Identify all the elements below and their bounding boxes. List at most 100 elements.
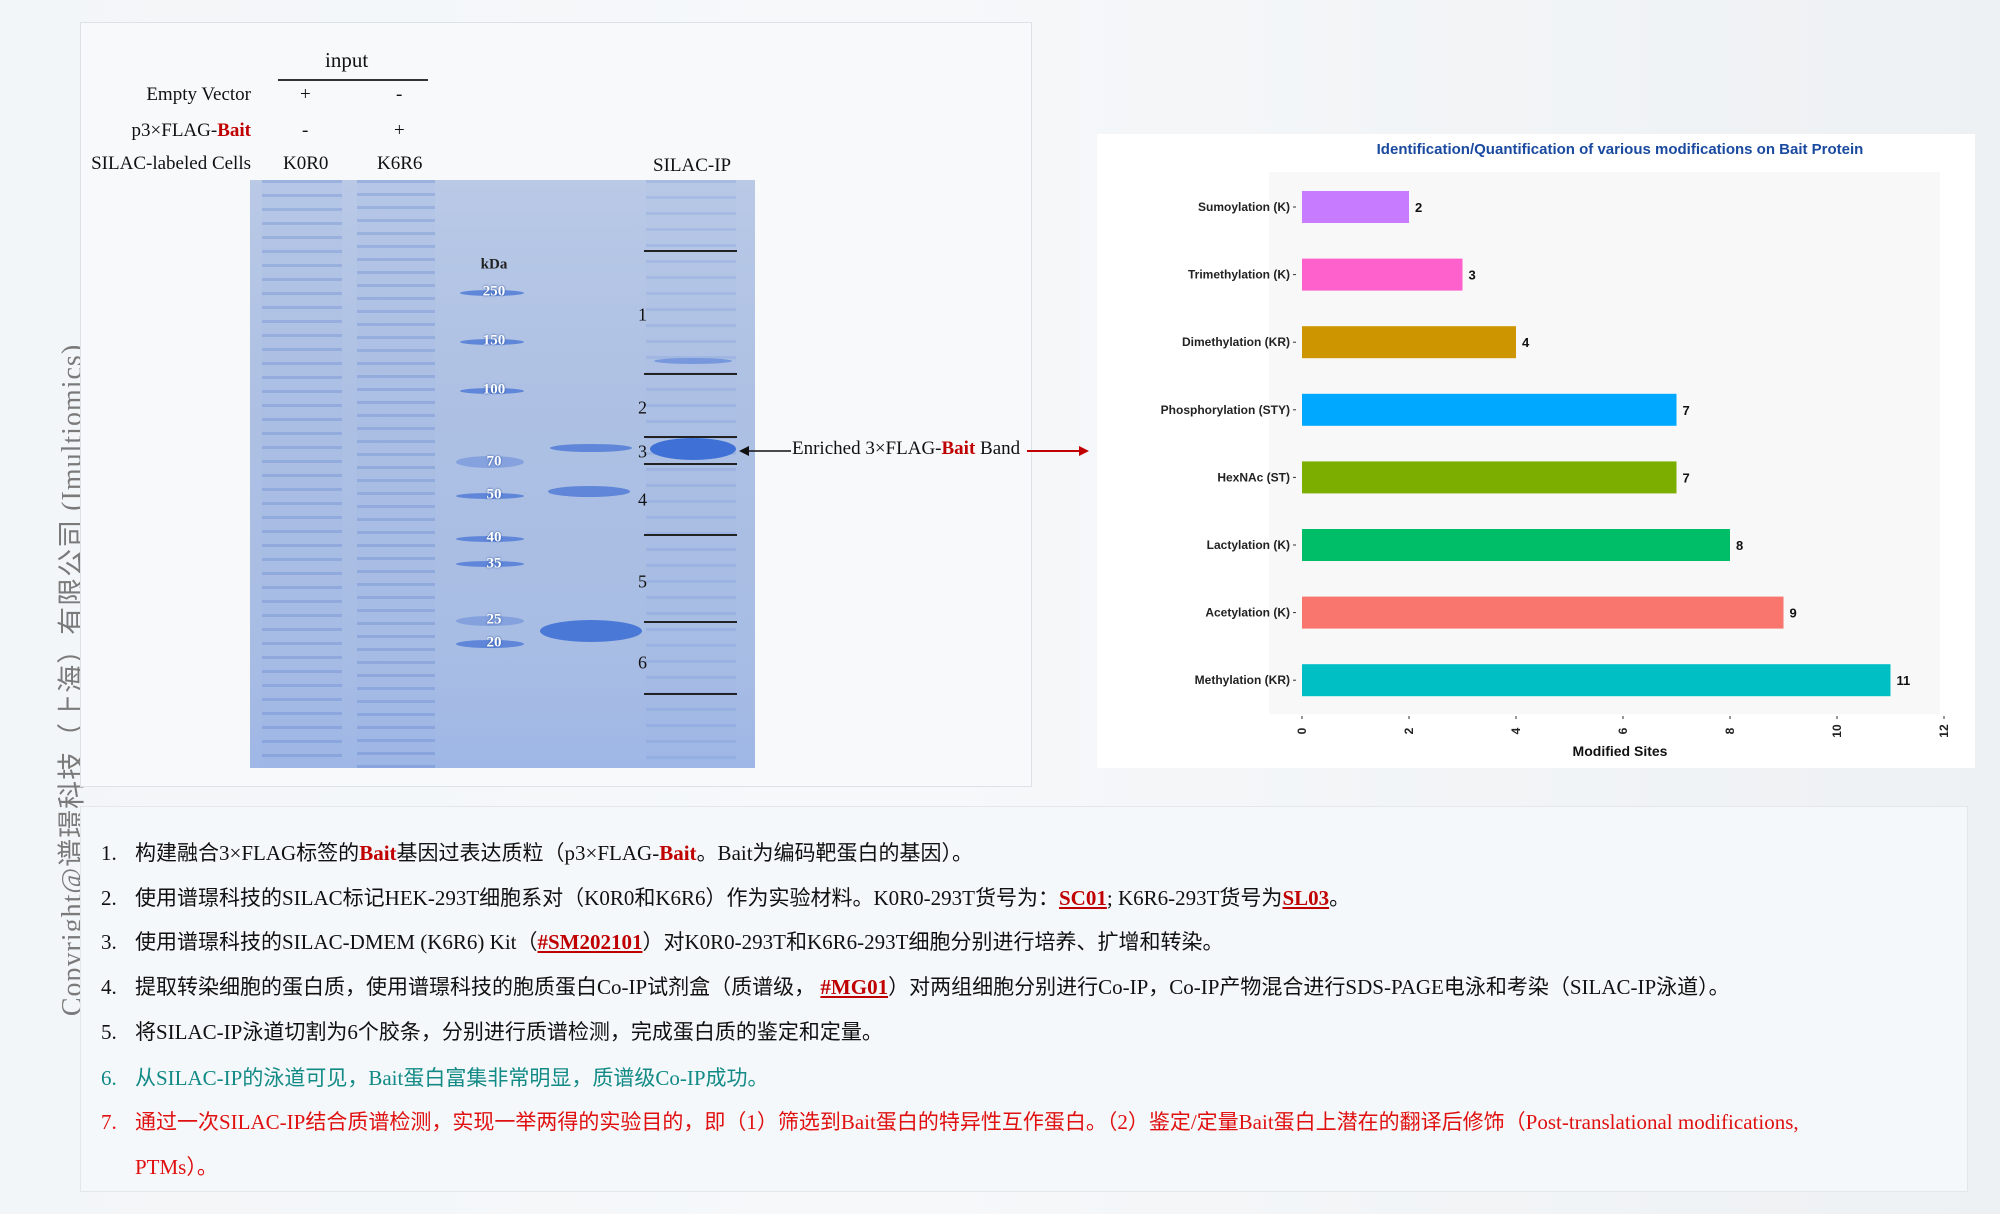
category-label: HexNAc (ST): [1217, 470, 1290, 484]
k0r0-empty-vector: +: [300, 84, 311, 105]
marker-label: 25: [486, 611, 502, 628]
marker-label: 20: [486, 634, 502, 651]
row-label-cells: SILAC-labeled Cells: [91, 153, 251, 174]
slice-number: 5: [638, 571, 647, 592]
red-arrow-head: [1079, 446, 1089, 456]
k6r6-empty-vector: -: [396, 84, 403, 105]
row-label-empty-vector: Empty Vector: [146, 84, 251, 105]
catalog-link[interactable]: SL03: [1282, 886, 1330, 910]
annotation-bait: Bait: [941, 438, 976, 459]
silac-ip-band: [654, 358, 732, 364]
step-text: 。: [1329, 886, 1351, 910]
annotation-arrows: [739, 446, 1089, 456]
marker-band: [456, 493, 524, 499]
step-number: 3.: [101, 930, 117, 954]
step-item: 2. 使用谱璟科技的SILAC标记HEK-293T细胞系对（K0R0和K6R6）作…: [101, 882, 1350, 912]
category-label: Phosphorylation (STY): [1161, 403, 1290, 417]
step-text: 基因过表达质粒（p3×FLAG-: [396, 841, 660, 865]
k0r0-label: K0R0: [283, 153, 329, 174]
slice-number: 2: [638, 397, 647, 418]
chart-panel: Identification/Quantification of various…: [1097, 134, 1975, 768]
slice-number: 1: [638, 304, 647, 325]
row-label-prefix: p3×FLAG-: [131, 120, 218, 141]
slice-divider: [644, 463, 737, 465]
slice-divider: [644, 693, 737, 695]
marker-label: 40: [486, 529, 502, 546]
marker-unit: kDa: [480, 256, 508, 273]
input-group-line: [278, 79, 428, 81]
category-label: Lactylation (K): [1207, 538, 1290, 552]
x-axis-label: Modified Sites: [1573, 743, 1668, 759]
step-item: 6. 从SILAC-IP的泳道可见，Bait蛋白富集非常明显，质谱级Co-IP成功…: [101, 1062, 769, 1092]
slice-divider: [644, 534, 737, 536]
bar: [1302, 461, 1677, 494]
lane-silac-ip: [646, 180, 736, 768]
category-label: Dimethylation (KR): [1182, 335, 1290, 349]
step-item: 7.通过一次SILAC-IP结合质谱检测，实现一举两得的实验目的，即（1）筛选到…: [101, 1106, 1799, 1136]
step-text: ）对K0R0-293T和K6R6-293T细胞分别进行培养、扩增和转染。: [642, 930, 1224, 954]
category-label: Acetylation (K): [1205, 606, 1290, 620]
step-number: 4.: [101, 975, 117, 999]
marker-band: [456, 536, 524, 542]
enriched-band-annotation: Enriched 3×FLAG-Bait Band: [792, 438, 1020, 460]
category-label: Methylation (KR): [1195, 673, 1290, 687]
x-tick-label: 4: [1509, 727, 1523, 734]
category-label: Sumoylation (K): [1198, 200, 1290, 214]
slice-divider: [644, 436, 737, 438]
x-tick-label: 2: [1402, 727, 1416, 734]
bar: [1302, 664, 1891, 697]
lane-k6r6: [357, 180, 435, 768]
bar-value-label: 2: [1415, 200, 1422, 215]
marker-band: [456, 640, 524, 648]
marker-band: [460, 290, 524, 296]
step-text: 通过一次SILAC-IP结合质谱检测，实现一举两得的实验目的，即（1）筛选到Ba…: [135, 1110, 1799, 1134]
catalog-link[interactable]: SC01: [1059, 886, 1107, 910]
step-text: 。Bait为编码靶蛋白的基因）。: [696, 841, 974, 865]
step-text: ; K6R6-293T货号为: [1106, 886, 1283, 910]
marker-label: 100: [482, 381, 506, 398]
marker-band: [456, 561, 524, 567]
k6r6-label: K6R6: [377, 153, 423, 174]
category-label: Trimethylation (K): [1188, 268, 1290, 282]
step-item: 3.使用谱璟科技的SILAC-DMEM (K6R6) Kit（#SM202101…: [101, 926, 1224, 956]
slice-number: 3: [638, 441, 647, 462]
marker-band: [460, 388, 524, 394]
bait-highlight: Bait: [359, 841, 397, 865]
bait-lane-band: [540, 620, 642, 642]
slice-divider: [644, 250, 737, 252]
step-text: PTMs）。: [135, 1155, 218, 1179]
bar: [1302, 258, 1463, 291]
bar: [1302, 393, 1677, 426]
x-tick-label: 8: [1723, 727, 1737, 734]
annotation-suffix: Band: [975, 438, 1021, 459]
step-number: 1.: [101, 841, 117, 865]
bar: [1302, 326, 1516, 359]
step-text: 从SILAC-IP的泳道可见，Bait蛋白富集非常明显，质谱级Co-IP成功。: [135, 1066, 769, 1090]
catalog-link[interactable]: #MG01: [820, 975, 889, 999]
x-tick-label: 12: [1937, 724, 1951, 738]
step-number: 2.: [101, 886, 117, 910]
step-text: 使用谱璟科技的SILAC标记HEK-293T细胞系对（K0R0和K6R6）作为实…: [135, 886, 1059, 910]
marker-label: 50: [486, 486, 502, 503]
marker-label: 150: [482, 332, 506, 349]
bar-value-label: 8: [1736, 538, 1743, 553]
step-item: PTMs）。: [101, 1151, 218, 1181]
step-item: 5.将SILAC-IP泳道切割为6个胶条，分别进行质谱检测，完成蛋白质的鉴定和定…: [101, 1016, 883, 1046]
marker-label: 250: [482, 283, 506, 300]
k0r0-bait: -: [302, 120, 309, 141]
bar-value-label: 4: [1522, 335, 1530, 350]
marker-band: [460, 339, 524, 345]
chart-title: Identification/Quantification of various…: [1377, 141, 1864, 158]
step-number: 6.: [101, 1066, 117, 1090]
marker-label: 70: [486, 453, 502, 470]
row-label-bait: Bait: [217, 120, 251, 141]
silac-ip-label: SILAC-IP: [653, 155, 732, 176]
slice-divider: [644, 373, 737, 375]
protocol-steps: 1.构建融合3×FLAG标签的Bait基因过表达质粒（p3×FLAG-Bait。…: [80, 806, 1968, 1192]
bar: [1302, 529, 1730, 561]
sds-page-gel-image: kDa 250 150 100 70 50 40 35 25 20 1 2 3 …: [250, 180, 755, 768]
catalog-link[interactable]: #SM202101: [537, 930, 643, 954]
slice-number: 4: [638, 489, 647, 510]
bar-value-label: 9: [1790, 606, 1797, 621]
marker-label: 35: [486, 555, 502, 572]
